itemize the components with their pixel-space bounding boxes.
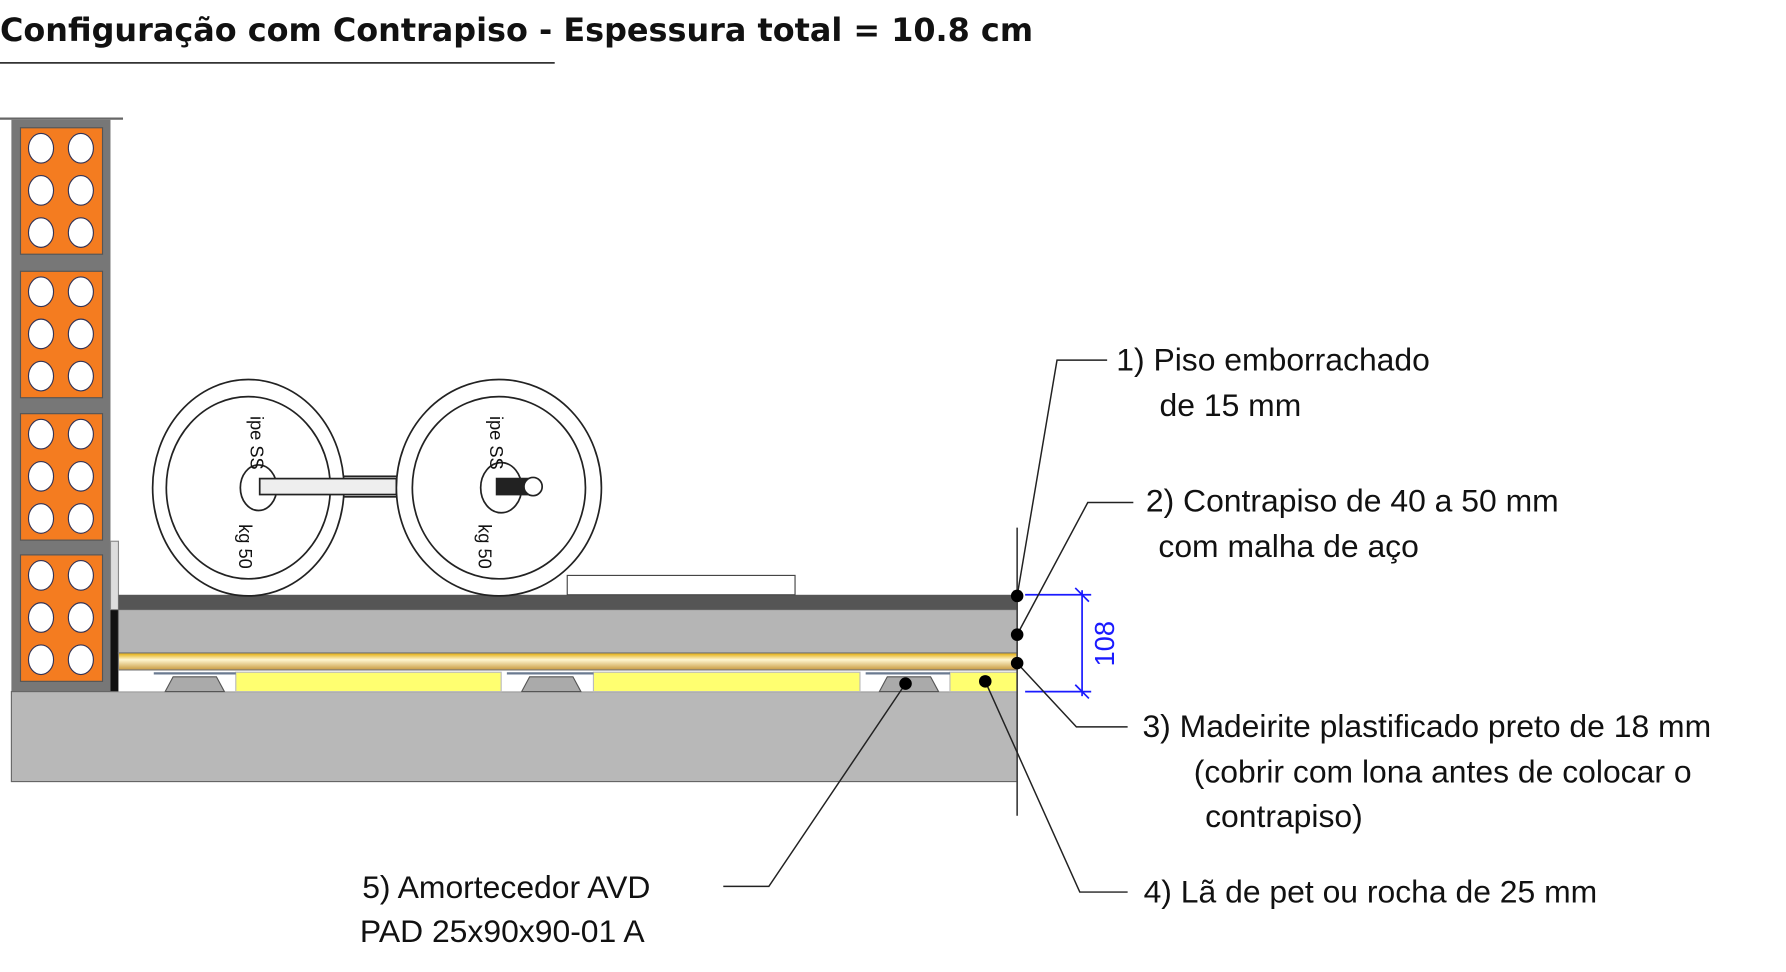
plywood-layer: [117, 652, 1018, 671]
brick-hole: [67, 360, 94, 392]
barbell-icon: [151, 378, 603, 597]
leader-dots: [899, 589, 1024, 690]
dimension-line: [1025, 587, 1092, 700]
brick-hole: [27, 418, 55, 450]
label-2-line-1: 2) Contrapiso de 40 a 50 mm: [1146, 483, 1559, 519]
label-3-line-2: (cobrir com lona antes de colocar o: [1194, 754, 1692, 790]
brick-hole: [27, 644, 55, 676]
screed-layer: [117, 609, 1018, 654]
label-4-line-1: 4) Lã de pet ou rocha de 25 mm: [1144, 873, 1598, 909]
brick-hole: [67, 175, 94, 206]
brick-hole: [27, 560, 55, 591]
label-2-line-2: com malha de aço: [1158, 528, 1418, 564]
brick-hole: [27, 132, 55, 164]
brick-hole: [67, 460, 94, 492]
brick-hole: [67, 132, 94, 164]
plate-weight-text-2: kg 50: [474, 524, 494, 569]
plate-weight-text: kg 50: [235, 524, 255, 569]
brick-hole: [27, 503, 55, 534]
brick-hole: [67, 318, 94, 350]
plate-brand-text: ipe SS: [247, 416, 267, 470]
label-3-line-3: contrapiso): [1205, 798, 1363, 834]
label-3-line-1: 3) Madeirite plastificado preto de 18 mm: [1142, 708, 1711, 744]
label-5-line-1: 5) Amortecedor AVD: [362, 869, 650, 905]
brick-hole: [27, 602, 55, 633]
brick-hole: [67, 602, 94, 633]
brick-hole: [67, 276, 94, 308]
brick-hole: [27, 175, 55, 206]
brick-hole: [67, 560, 94, 591]
label-1-line-1: 1) Piso emborrachado: [1116, 341, 1430, 377]
brick-hole: [67, 503, 94, 534]
diagram-title: Configuração com Contrapiso - Espessura …: [0, 11, 1033, 49]
brick-hole: [27, 360, 55, 392]
brick-hole: [27, 318, 55, 350]
damper-pads: [153, 672, 950, 693]
leader-lines: [723, 359, 1134, 893]
brick-wall: [0, 117, 124, 692]
brick-hole: [67, 418, 94, 450]
floor-box: [566, 574, 796, 596]
brick-hole: [67, 644, 94, 676]
brick-hole: [27, 217, 55, 248]
brick-hole: [27, 460, 55, 492]
dimension-label: 108: [1089, 621, 1120, 667]
plate-brand-text-2: ipe SS: [486, 416, 506, 470]
brick-hole: [27, 276, 55, 308]
concrete-slab: [10, 691, 1018, 783]
label-5-line-2: PAD 25x90x90-01 A: [360, 913, 645, 949]
label-1-line-2: de 15 mm: [1160, 387, 1302, 423]
rubber-floor-layer: [118, 594, 1018, 610]
brick-hole: [67, 217, 94, 248]
